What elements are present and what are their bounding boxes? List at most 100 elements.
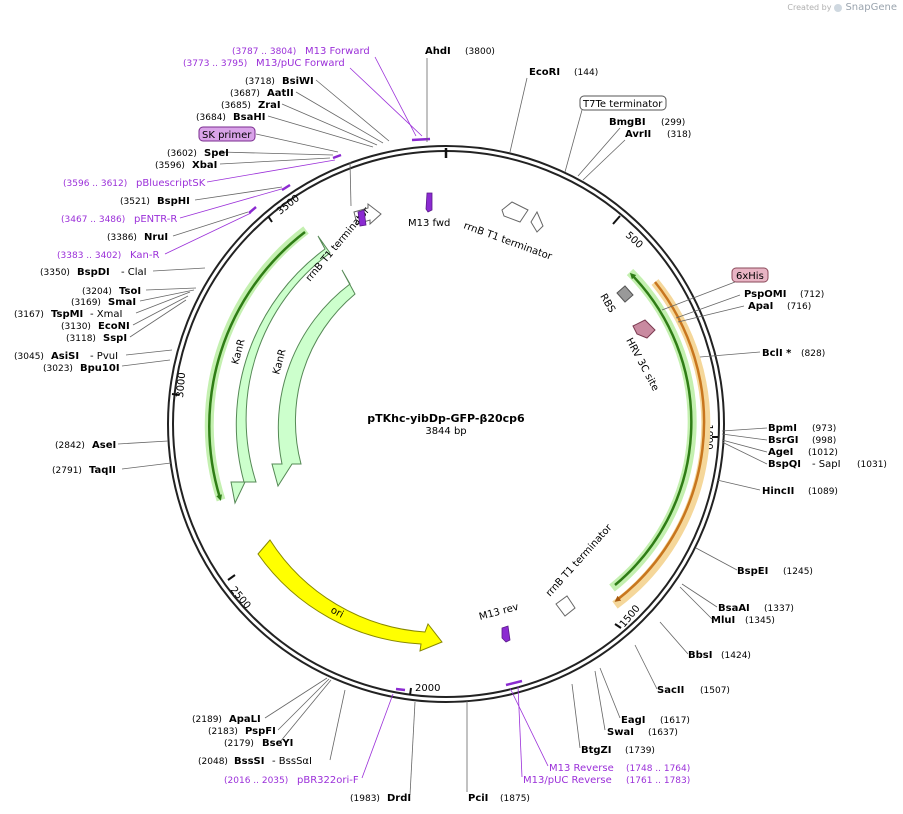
svg-text:DrdI: DrdI xyxy=(387,793,411,804)
ori-arrow xyxy=(257,539,443,652)
enzyme-aatii[interactable]: (3687)AatII xyxy=(230,88,294,99)
plasmid-name: pTKhc-yibDp-GFP-β20cp6 xyxy=(367,412,525,425)
primer-m13-forward[interactable]: (3787 .. 3804)M13 Forward xyxy=(232,46,370,57)
sk-primer-tag[interactable]: SK primer xyxy=(198,126,256,142)
enzyme-btgzi[interactable]: BtgZI (1739) xyxy=(581,745,655,756)
primer-site-m13-reverse xyxy=(505,679,523,687)
primer-m13-puc-reverse[interactable]: M13/pUC Reverse(1761 .. 1783) xyxy=(523,775,690,786)
enzyme-bcli[interactable]: BclI *(828) xyxy=(762,348,825,359)
primer-m13-puc-forward[interactable]: (3773 .. 3795)M13/pUC Forward xyxy=(183,58,345,69)
svg-text:pBR322ori-F: pBR322ori-F xyxy=(297,775,359,786)
primer-kan-r[interactable]: (3383 .. 3402)Kan-R xyxy=(57,250,159,261)
terminator-rrnb-top: rrnB T1 terminator xyxy=(462,201,554,263)
enzyme-bpu10i[interactable]: (3023)Bpu10I xyxy=(43,363,120,374)
snapgene-branding: Created by SnapGene xyxy=(787,2,897,13)
svg-text:(2179): (2179) xyxy=(224,739,254,749)
svg-text:BseYI: BseYI xyxy=(262,738,293,749)
svg-text:(1337): (1337) xyxy=(764,604,794,614)
gfp-orf-arc xyxy=(614,272,693,586)
primer-labels: (3787 .. 3804)M13 Forward (3773 .. 3795)… xyxy=(57,46,690,786)
t7te-terminator-tag[interactable]: T7Te terminator xyxy=(579,95,667,111)
svg-text:(2791): (2791) xyxy=(52,466,82,476)
enzyme-bsssi[interactable]: (2048)BssSI- BssSαI xyxy=(198,756,312,767)
svg-text:(712): (712) xyxy=(800,290,824,300)
enzyme-bsahi[interactable]: (3684)BsaHI xyxy=(196,112,265,123)
svg-text:PspFI: PspFI xyxy=(245,726,276,737)
enzyme-bmgbi[interactable]: BmgBI(299) xyxy=(609,117,685,128)
enzyme-drdi[interactable]: (1983)DrdI xyxy=(350,793,411,804)
svg-text:(1345): (1345) xyxy=(745,616,775,626)
enzyme-bbsi[interactable]: BbsI(1424) xyxy=(688,650,751,661)
primer-site-kan-r xyxy=(248,206,257,214)
svg-text:(3787 .. 3804): (3787 .. 3804) xyxy=(232,47,296,57)
svg-text:BtgZI: BtgZI xyxy=(581,745,612,756)
snapgene-brand-name: SnapGene xyxy=(845,2,897,13)
enzyme-asei[interactable]: (2842)AseI xyxy=(55,440,116,451)
kanr-label-1: KanR xyxy=(230,338,247,366)
svg-text:MluI: MluI xyxy=(711,615,735,626)
enzyme-mlui[interactable]: MluI (1345) xyxy=(711,615,775,626)
enzyme-smai[interactable]: (3169)SmaI xyxy=(71,297,136,308)
enzyme-bpmi[interactable]: BpmI(973) xyxy=(768,423,836,434)
kanr-arrow-1 xyxy=(230,235,331,505)
kanr-arrow-2 xyxy=(271,269,356,488)
terminator-rrnb-bottom: rrnB T1 terminator xyxy=(544,522,615,617)
tick-2500 xyxy=(227,574,236,581)
svg-text:TspMI: TspMI xyxy=(51,309,83,320)
enzyme-tsoi[interactable]: (3204)TsoI xyxy=(82,286,141,297)
plasmid-length: 3844 bp xyxy=(425,426,466,437)
svg-text:(1031): (1031) xyxy=(857,460,887,470)
enzyme-eagi[interactable]: EagI(1617) xyxy=(621,715,690,726)
svg-text:BpmI: BpmI xyxy=(768,423,797,434)
enzyme-taqii[interactable]: (2791)TaqII xyxy=(52,465,116,476)
svg-text:(1012): (1012) xyxy=(808,448,838,458)
enzyme-pspfi[interactable]: (2183)PspFI xyxy=(208,726,276,737)
enzyme-bsrgi[interactable]: BsrGI(998) xyxy=(768,435,836,446)
svg-text:(3383 .. 3402): (3383 .. 3402) xyxy=(57,251,121,261)
enzyme-pcii[interactable]: PciI(1875) xyxy=(468,793,530,804)
svg-text:BsaHI: BsaHI xyxy=(233,112,265,123)
enzyme-bsphi[interactable]: (3521)BspHI xyxy=(120,196,190,207)
primer-pentr-r[interactable]: (3467 .. 3486)pENTR-R xyxy=(61,214,177,225)
enzyme-avrii[interactable]: AvrII(318) xyxy=(625,129,691,140)
enzyme-econi[interactable]: (3130)EcoNI xyxy=(61,321,130,332)
enzyme-nrui[interactable]: (3386)NruI xyxy=(107,232,168,243)
svg-text:(1739): (1739) xyxy=(625,746,655,756)
m13-rev-primer-arrow xyxy=(501,625,511,643)
enzyme-swai[interactable]: SwaI(1637) xyxy=(607,727,678,738)
enzyme-agei[interactable]: AgeI(1012) xyxy=(768,447,838,458)
enzyme-apali[interactable]: (2189)ApaLI xyxy=(192,714,261,725)
svg-text:(3773 .. 3795): (3773 .. 3795) xyxy=(183,59,247,69)
tick-2000 xyxy=(409,687,412,696)
enzyme-asisi[interactable]: (3045)AsiSI- PvuI xyxy=(14,351,118,362)
enzyme-bspdi[interactable]: (3350)BspDI- ClaI xyxy=(40,267,147,278)
svg-text:(3023): (3023) xyxy=(43,364,73,374)
sixhis-tag[interactable]: 6xHis xyxy=(731,267,769,283)
primer-site-pentr-r xyxy=(281,183,291,192)
enzyme-bspei[interactable]: BspEI(1245) xyxy=(737,566,813,577)
primer-pbluescriptsk[interactable]: (3596 .. 3612)pBluescriptSK xyxy=(63,178,206,189)
tick-label-3500: 3500 xyxy=(275,193,302,217)
enzyme-hincii[interactable]: HincII(1089) xyxy=(762,486,838,497)
svg-text:BbsI: BbsI xyxy=(688,650,712,661)
enzyme-zrai[interactable]: (3685)ZraI xyxy=(221,100,281,111)
enzyme-bsaai[interactable]: BsaAI(1337) xyxy=(718,603,794,614)
enzyme-ecori[interactable]: EcoRI(144) xyxy=(529,67,598,78)
svg-text:(3685): (3685) xyxy=(221,101,251,111)
enzyme-apai[interactable]: ApaI(716) xyxy=(748,301,811,312)
enzyme-tspmi[interactable]: (3167)TspMI- XmaI xyxy=(14,309,122,320)
primer-pbr322ori-f[interactable]: (2016 .. 2035)pBR322ori-F xyxy=(224,775,359,786)
enzyme-sacii[interactable]: SacII(1507) xyxy=(657,685,730,696)
enzyme-spei[interactable]: (3602)SpeI xyxy=(167,148,229,159)
svg-text:ApaI: ApaI xyxy=(748,301,773,312)
enzyme-bseyi[interactable]: (2179) BseYI xyxy=(224,738,293,749)
enzyme-bspqi[interactable]: BspQI- SapI(1031) xyxy=(768,459,887,470)
svg-text:- XmaI: - XmaI xyxy=(90,309,122,320)
enzyme-xbai[interactable]: (3596)XbaI xyxy=(155,160,217,171)
enzyme-sspi[interactable]: (3118)SspI xyxy=(66,333,127,344)
enzyme-ahdi[interactable]: AhdI(3800) xyxy=(425,46,495,57)
tick-3500 xyxy=(267,215,273,223)
enzyme-pspomi[interactable]: PspOMI(712) xyxy=(744,289,824,300)
primer-m13-reverse[interactable]: M13 Reverse(1748 .. 1764) xyxy=(549,763,690,774)
enzyme-bsiwi[interactable]: (3718)BsiWI xyxy=(245,76,314,87)
